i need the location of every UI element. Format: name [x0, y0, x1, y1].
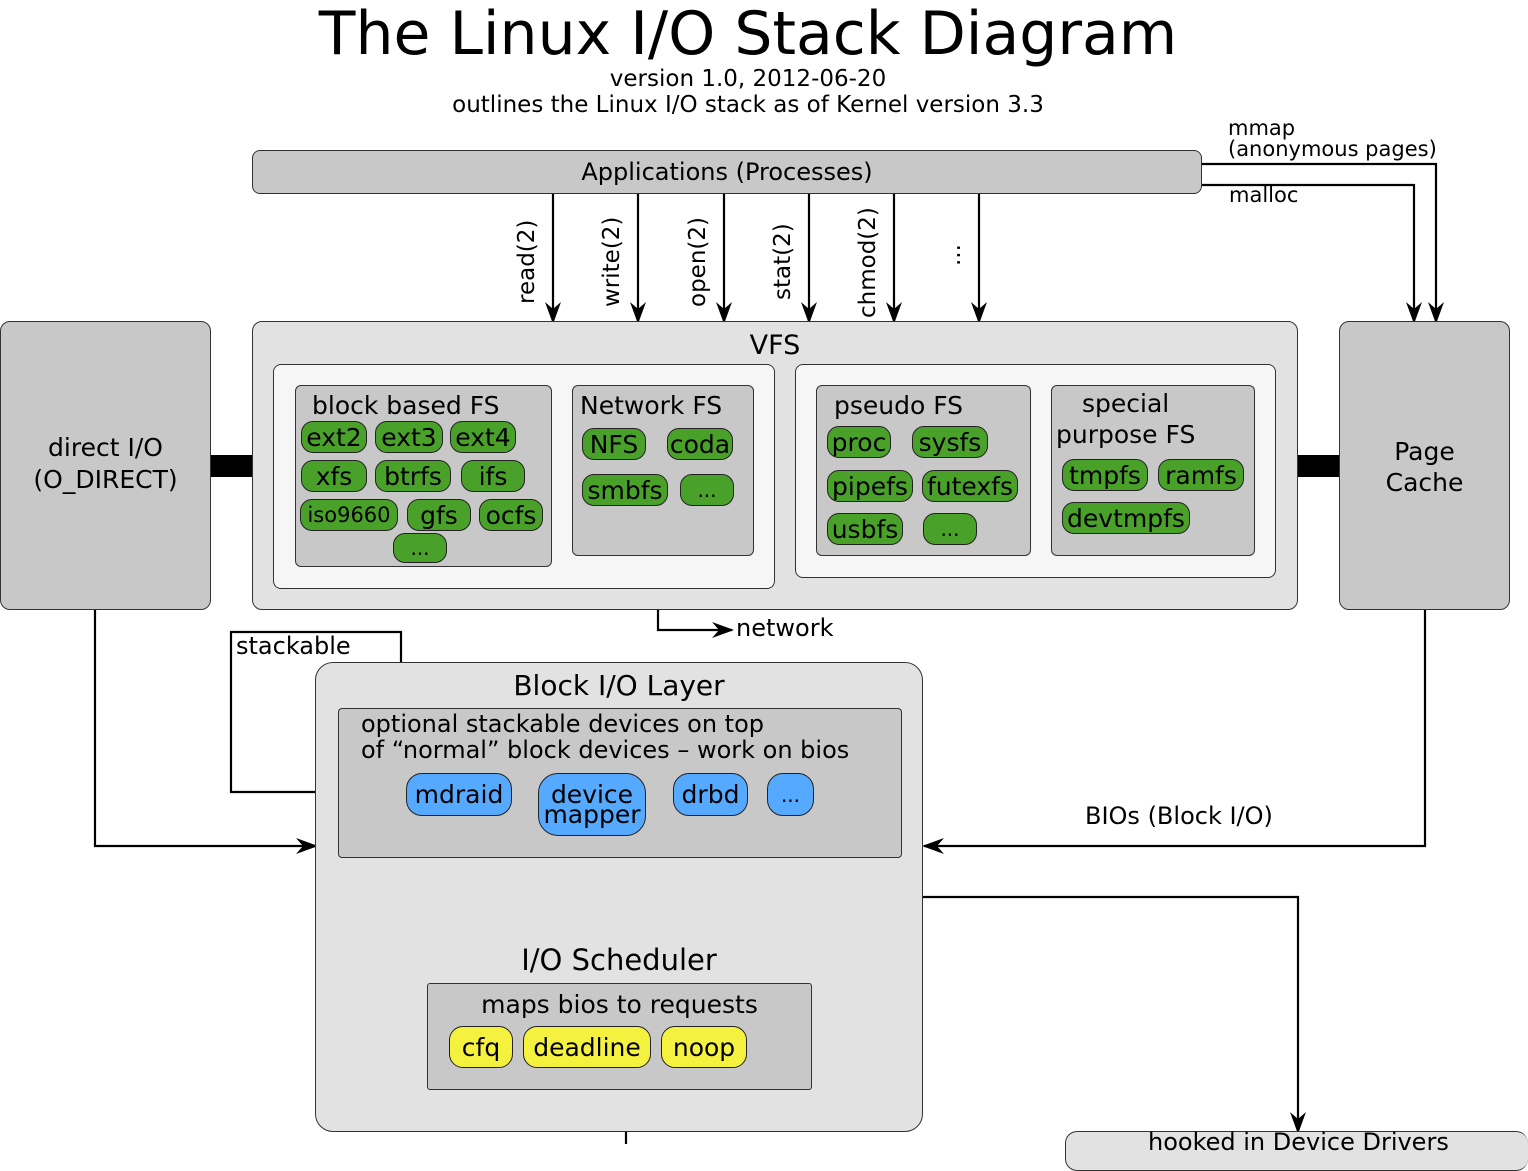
scheduler-noop: noop [661, 1026, 747, 1068]
fs-pipefs: pipefs [827, 470, 913, 502]
fs-ext4: ext4 [450, 421, 516, 453]
stackable-devices-desc: optional stackable devices on top of “no… [361, 710, 850, 764]
fs-more-pseudo: ... [923, 513, 977, 545]
fs-ocfs: ocfs [479, 499, 543, 531]
syscall-stat-label: stat(2) [770, 223, 796, 300]
device-more: ... [767, 773, 814, 816]
version-text: version 1.0, 2012-06-20 [609, 66, 887, 92]
fs-gfs: gfs [407, 499, 471, 531]
fs-ext2: ext2 [301, 421, 367, 453]
page-cache-box: Page Cache [1339, 321, 1510, 610]
direct-io-connector [210, 455, 254, 477]
block-fs-label: block based FS [312, 391, 500, 420]
fs-more-block: ... [393, 533, 447, 563]
bios-label: BIOs (Block I/O) [1085, 802, 1273, 830]
page-cache-label: Page Cache [1385, 437, 1464, 497]
fs-ramfs: ramfs [1158, 459, 1244, 491]
fs-devtmpfs: devtmpfs [1062, 502, 1190, 534]
stackable-label: stackable [236, 632, 351, 660]
io-scheduler-label: I/O Scheduler [521, 943, 717, 977]
device-mapper: device mapper [538, 773, 646, 836]
syscall-read-label: read(2) [514, 219, 540, 304]
fs-proc: proc [827, 426, 891, 458]
syscall-more-label: ... [940, 244, 966, 266]
applications-box: Applications (Processes) [252, 150, 1202, 194]
network-fs-box: Network FS [572, 385, 754, 556]
direct-io-label: direct I/O (O_DIRECT) [33, 433, 178, 494]
device-drbd: drbd [673, 773, 748, 816]
fs-sysfs: sysfs [912, 426, 988, 458]
malloc-label: malloc [1229, 183, 1299, 207]
block-io-layer-label: Block I/O Layer [513, 669, 725, 702]
fs-more-network: ... [680, 474, 734, 506]
subtitle-text: outlines the Linux I/O stack as of Kerne… [452, 92, 1044, 118]
fs-smbfs: smbfs [582, 474, 668, 506]
fs-coda: coda [667, 428, 733, 460]
syscall-chmod-label: chmod(2) [855, 207, 881, 318]
fs-tmpfs: tmpfs [1062, 459, 1148, 491]
fs-nfs: NFS [582, 428, 646, 460]
syscall-open-label: open(2) [685, 217, 711, 307]
special-fs-label: special purpose FS [1056, 389, 1196, 449]
network-label: network [736, 614, 834, 642]
device-drivers-label: hooked in Device Drivers [1148, 1128, 1449, 1156]
page-cache-connector [1296, 455, 1340, 477]
vfs-label: VFS [749, 330, 801, 361]
fs-ext3: ext3 [375, 421, 443, 453]
fs-xfs: xfs [301, 460, 367, 492]
scheduler-cfq: cfq [449, 1026, 513, 1068]
fs-usbfs: usbfs [827, 513, 903, 545]
page-title: The Linux I/O Stack Diagram [318, 0, 1178, 69]
scheduler-desc: maps bios to requests [481, 990, 758, 1019]
page-cache-arrow [922, 610, 1427, 854]
applications-label: Applications (Processes) [581, 158, 873, 186]
device-mdraid: mdraid [406, 773, 512, 816]
stackable-loop [229, 630, 409, 794]
fs-btrfs: btrfs [375, 460, 451, 492]
mmap-label: mmap (anonymous pages) [1228, 116, 1437, 161]
direct-io-arrow [93, 610, 318, 854]
fs-futexfs: futexfs [922, 470, 1018, 502]
fs-ifs: ifs [461, 460, 525, 492]
device-drivers-box: hooked in Device Drivers [1065, 1128, 1528, 1171]
syscall-write-label: write(2) [599, 216, 625, 307]
fs-iso9660: iso9660 [300, 499, 398, 531]
direct-io-box: direct I/O (O_DIRECT) [0, 321, 211, 610]
scheduler-deadline: deadline [523, 1026, 651, 1068]
network-fs-label: Network FS [580, 391, 723, 420]
malloc-arrow [1200, 183, 1422, 324]
mmap-arrow [1200, 162, 1444, 324]
pseudo-fs-label: pseudo FS [834, 391, 964, 420]
